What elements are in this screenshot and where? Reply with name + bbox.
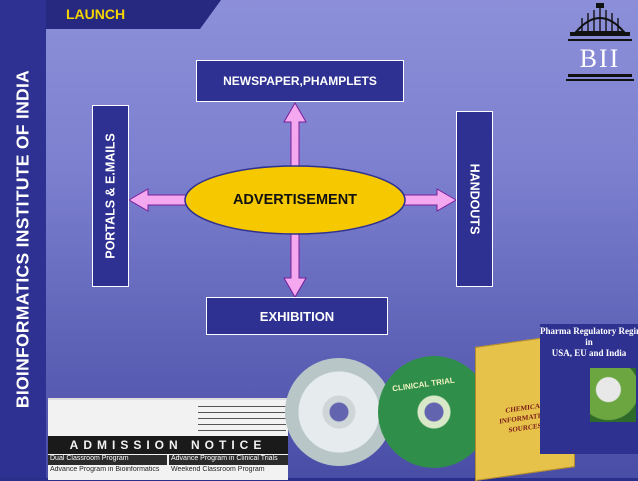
center-ellipse [184,165,406,235]
node-top: NEWSPAPER,PHAMPLETS [196,60,404,102]
node-right-label: HANDOUTS [467,163,482,235]
node-left: PORTALS & E.MAILS [92,105,129,287]
sidebar: BIOINFORMATICS INSTITUTE OF INDIA [0,0,46,478]
node-left-label: PORTALS & E.MAILS [103,133,118,259]
program-row-1: Dual Classroom Program Advance Program i… [48,455,288,465]
notice-banner: ADMISSION NOTICE [48,436,288,454]
logo-text: BII [579,44,621,73]
arrow-up [283,102,307,171]
header-tab [46,0,221,29]
brochure-notice: ADMISSION NOTICE Dual Classroom Program … [48,398,288,480]
pharma-photo [590,368,636,422]
pharma-title: Pharma Regulatory Regime in USA, EU and … [540,326,638,358]
node-bottom: EXHIBITION [206,297,388,335]
notice-text-lines [198,406,286,434]
center-label: ADVERTISEMENT [232,192,358,208]
arrow-down [283,224,307,298]
center-node: ADVERTISEMENT [185,166,405,234]
pharma-brochure: Pharma Regulatory Regime in USA, EU and … [540,324,638,454]
node-bottom-label: EXHIBITION [259,308,335,324]
institute-logo [566,3,634,81]
program-row-2: Advance Program in Bioinformatics Weeken… [50,466,265,473]
arrow-right [399,188,457,212]
cd-disc-left [285,358,393,466]
node-right: HANDOUTS [456,111,493,287]
arrow-left [128,188,193,212]
cd-disc-right: CLINICAL TRIAL [378,356,490,468]
node-top-label: NEWSPAPER,PHAMPLETS [223,74,377,88]
section-label: LAUNCH [66,6,126,22]
